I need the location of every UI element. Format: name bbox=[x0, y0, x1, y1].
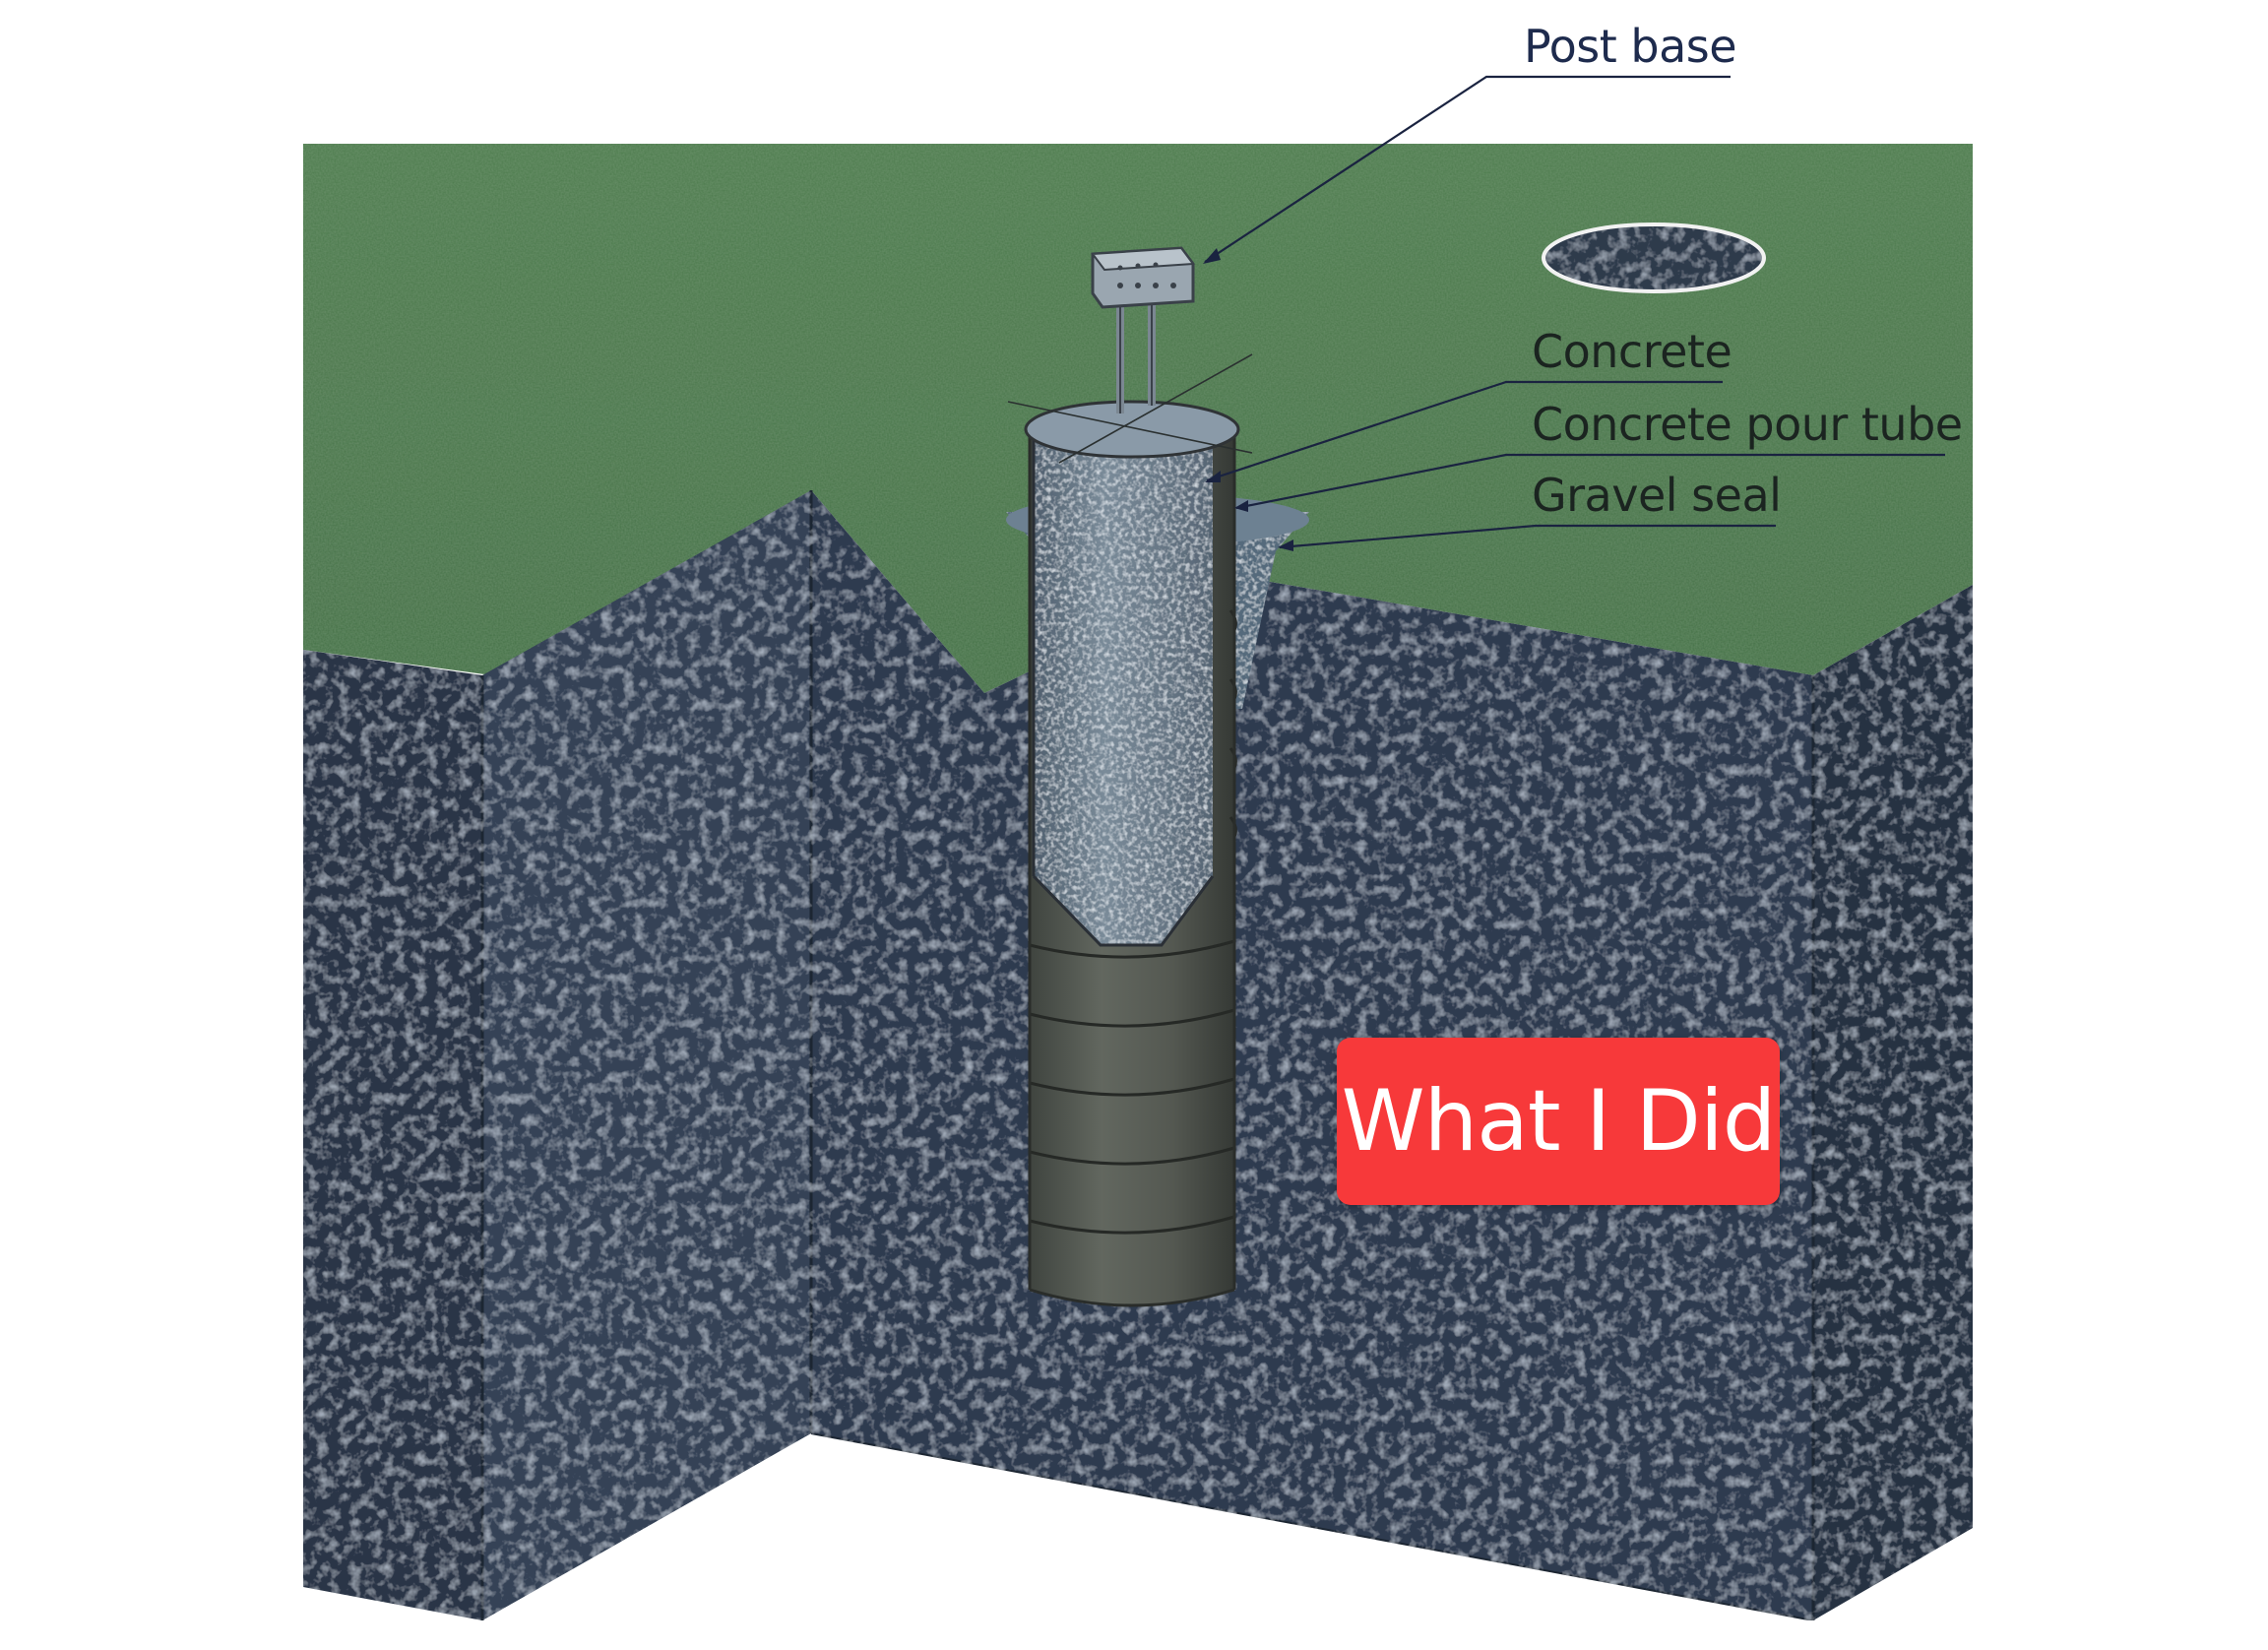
tube-top-rim bbox=[1024, 400, 1240, 459]
label-gravel-seal: Gravel seal bbox=[1532, 469, 1782, 522]
soil-front-left-face bbox=[482, 490, 811, 1620]
label-concrete: Concrete bbox=[1532, 325, 1732, 378]
what-i-did-badge: What I Did bbox=[1337, 1038, 1780, 1205]
leader-extra-2 bbox=[1058, 353, 1253, 464]
label-concrete-pour-tube: Concrete pour tube bbox=[1532, 398, 1963, 451]
leader-lines bbox=[1007, 75, 1945, 551]
label-post-base: Post base bbox=[1524, 20, 1737, 73]
leader-pour-tube bbox=[1235, 453, 1945, 510]
empty-post-hole bbox=[1542, 222, 1766, 293]
soil-left-face bbox=[303, 650, 482, 1620]
leader-extra-1 bbox=[1007, 401, 1253, 454]
leader-gravel-seal-arrow bbox=[1278, 539, 1293, 551]
leader-pour-tube-arrow bbox=[1234, 500, 1248, 512]
badge-text: What I Did bbox=[1341, 1072, 1777, 1171]
soil-right-face bbox=[1813, 585, 1973, 1620]
concrete-core bbox=[1032, 423, 1215, 947]
post-base-bracket bbox=[1091, 246, 1195, 413]
leader-concrete-arrow bbox=[1205, 471, 1221, 482]
leader-gravel-seal bbox=[1279, 524, 1776, 549]
leader-post-base-arrow bbox=[1203, 248, 1221, 264]
leader-concrete bbox=[1206, 380, 1723, 482]
leader-post-base bbox=[1204, 75, 1731, 263]
